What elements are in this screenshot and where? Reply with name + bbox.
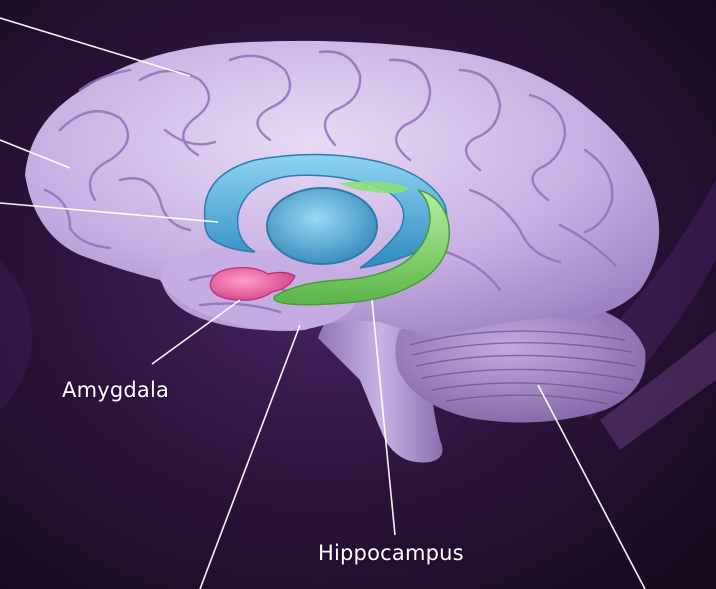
amygdala-label: Amygdala xyxy=(62,378,169,402)
hippocampus-label: Hippocampus xyxy=(318,541,464,565)
thalamus xyxy=(267,188,377,264)
